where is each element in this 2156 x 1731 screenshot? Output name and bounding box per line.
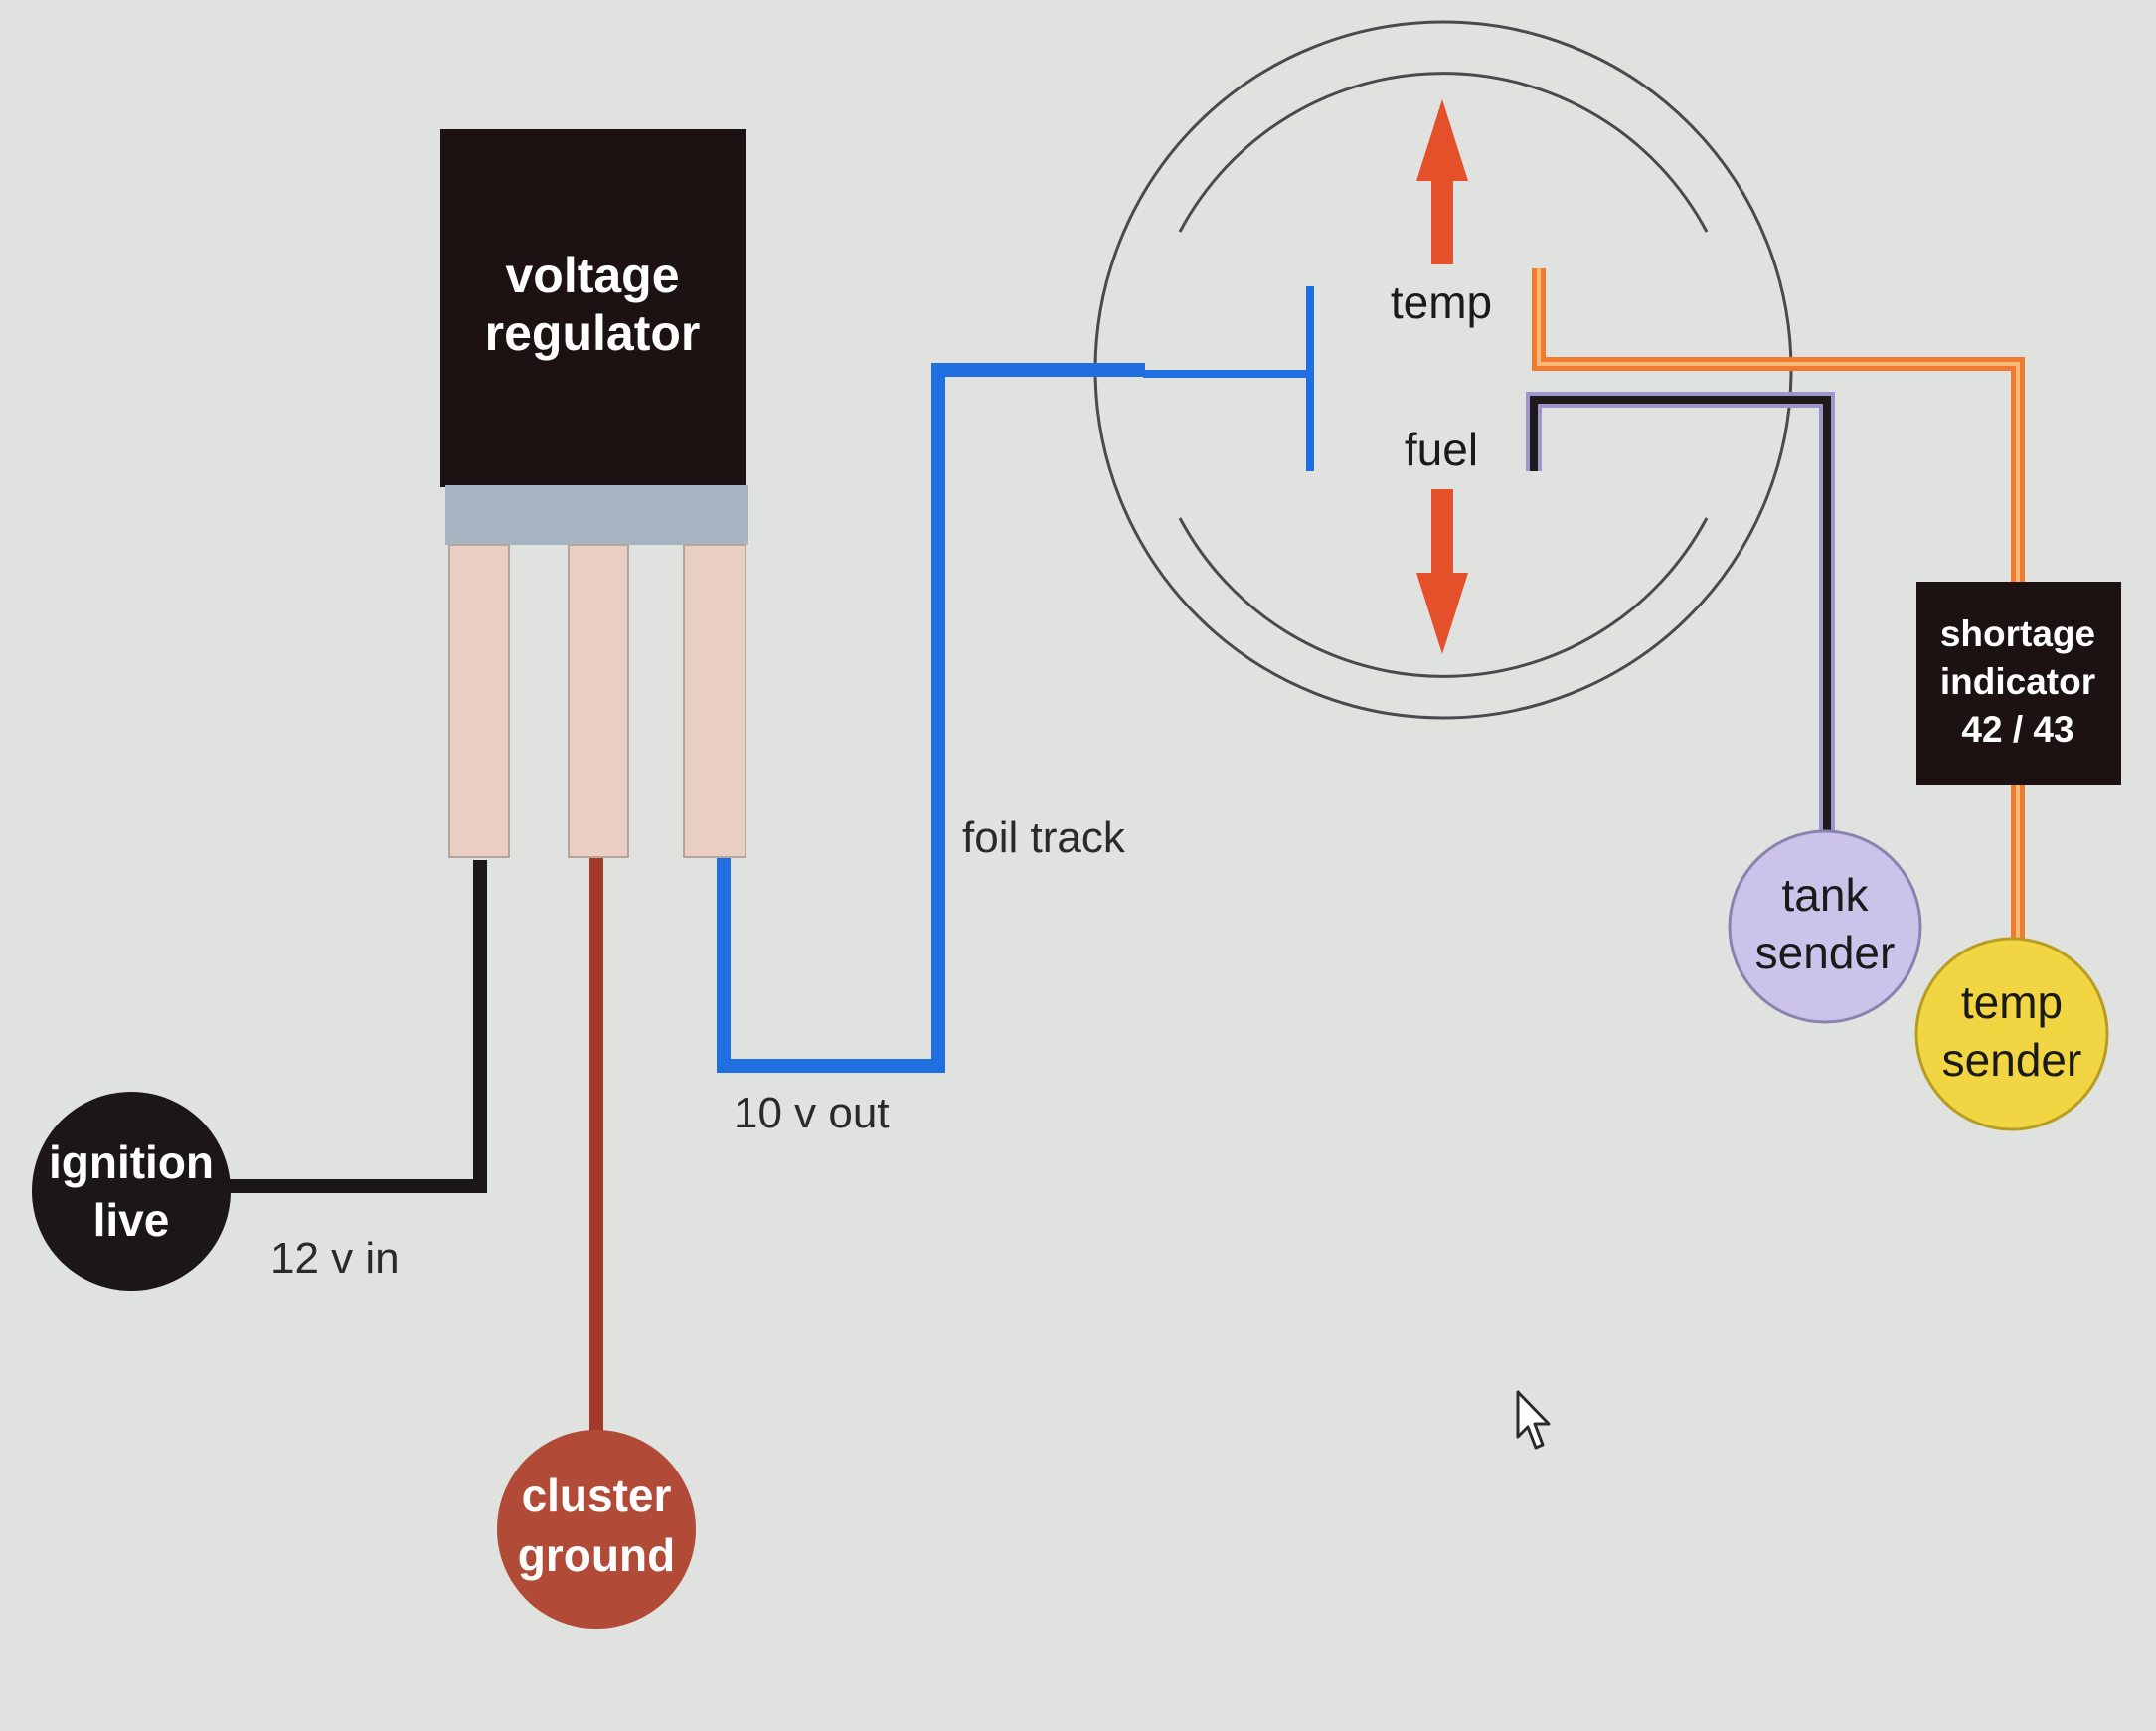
gauge-temp-label: temp (1391, 276, 1492, 328)
wire-tank-sender (1526, 392, 1835, 841)
tank-sender-line1: tank (1782, 869, 1870, 921)
regulator-pin-ground (568, 544, 629, 858)
arrow-down-icon (1416, 489, 1468, 654)
regulator-label-line2: regulator (485, 305, 701, 361)
cursor-arrow-icon (1516, 1390, 1551, 1450)
shortage-indicator-line2: indicator (1940, 661, 2095, 702)
gauge-lower-scale-arc (1178, 517, 1709, 678)
shortage-indicator-line3: 42 / 43 (1961, 709, 2073, 750)
label-10v-out: 10 v out (734, 1089, 890, 1137)
regulator-heatsink-band (445, 485, 748, 545)
shortage-indicator-box (1916, 582, 2121, 785)
tank-sender-line2: sender (1755, 927, 1896, 978)
cluster-ground-line1: cluster (522, 1470, 672, 1521)
regulator-body (440, 129, 746, 487)
gauge-dial: temp fuel (1093, 20, 1793, 720)
wire-ignition-12v (199, 860, 487, 1193)
arrow-up-icon (1416, 99, 1468, 264)
wire-foil-track (717, 363, 1145, 1073)
wire-tank-sender-core (1530, 396, 1831, 841)
regulator-pin-input (448, 544, 510, 858)
regulator-pin-output (683, 544, 746, 858)
tank-sender-node: tank sender (1728, 829, 1922, 1024)
shortage-indicator-line1: shortage (1940, 613, 2095, 654)
ignition-live-line1: ignition (49, 1136, 214, 1188)
regulator-label-line1: voltage (505, 248, 679, 303)
gauge-fuel-label: fuel (1405, 424, 1478, 475)
voltage-regulator: voltage regulator (440, 129, 748, 858)
shortage-indicator: shortage indicator 42 / 43 (1916, 582, 2121, 785)
label-12v-in: 12 v in (270, 1234, 400, 1283)
cluster-ground-node: cluster ground (497, 1430, 696, 1629)
gauge-upper-scale-arc (1178, 72, 1709, 233)
temp-sender-line2: sender (1942, 1034, 2082, 1086)
temp-sender-node: temp sender (1914, 937, 2109, 1131)
ignition-live-node: ignition live (32, 1092, 231, 1291)
cluster-ground-line2: ground (518, 1529, 675, 1581)
ignition-live-line2: live (93, 1194, 170, 1246)
temp-sender-line1: temp (1961, 976, 2063, 1028)
label-foil-track: foil track (962, 813, 1126, 862)
